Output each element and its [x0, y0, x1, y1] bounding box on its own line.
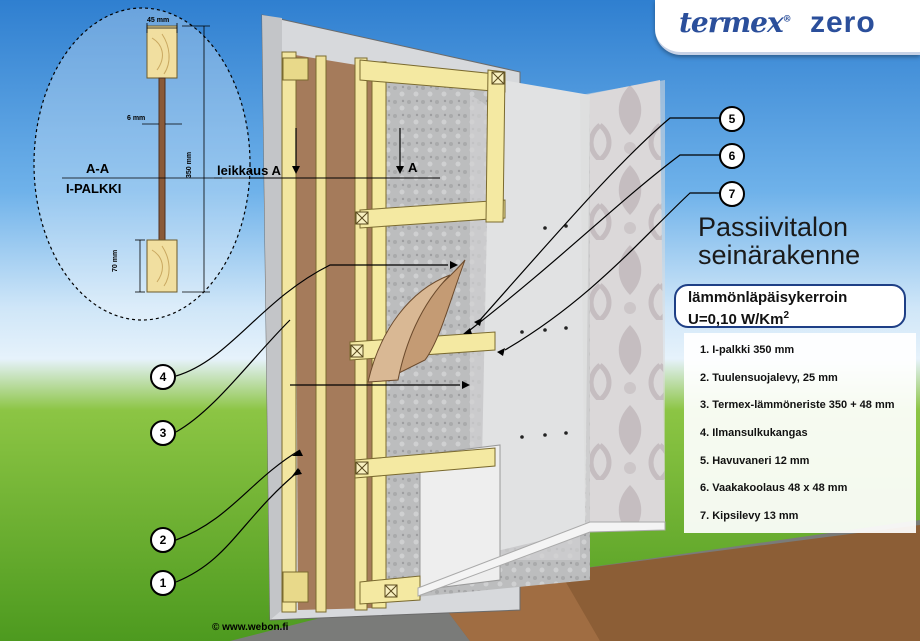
i-beam-label: I-PALKKI — [66, 181, 121, 196]
u-value-figure: U=0,10 W/Km2 — [688, 307, 904, 329]
callout-3: 3 — [150, 420, 176, 446]
brand-logo: termex® zero — [655, 0, 920, 55]
u-value-caption: lämmönläpäisykerroin — [688, 289, 904, 307]
dim-height-label: 350 mm — [186, 152, 193, 178]
brand-name: termex® — [679, 6, 791, 39]
legend-item: 3. Termex-lämmöneriste 350 + 48 mm — [700, 399, 895, 427]
title-line-2: seinärakenne — [698, 241, 898, 269]
diagram-title: Passiivitalon seinärakenne — [698, 213, 898, 269]
callout-5: 5 — [719, 106, 745, 132]
dim-flange-label: 70 mm — [112, 250, 119, 272]
section-cut-label: leikkaus A — [217, 163, 281, 178]
legend-item: 5. Havuvaneri 12 mm — [700, 455, 895, 483]
callout-1: 1 — [150, 570, 176, 596]
legend-item: 4. Ilmansulkukangas — [700, 427, 895, 455]
callout-7: 7 — [719, 181, 745, 207]
callout-2: 2 — [150, 527, 176, 553]
legend-item: 6. Vaakakoolaus 48 x 48 mm — [700, 482, 895, 510]
section-cut-letter: A — [408, 160, 417, 175]
legend-item: 7. Kipsilevy 13 mm — [700, 510, 895, 538]
brand-suffix: zero — [810, 6, 876, 40]
legend-item: 2. Tuulensuojalevy, 25 mm — [700, 372, 895, 400]
copyright: © www.webon.fi — [212, 622, 288, 633]
dim-top-label: 45 mm — [147, 17, 169, 24]
legend-item: 1. I-palkki 350 mm — [700, 344, 895, 372]
title-line-1: Passiivitalon — [698, 213, 898, 241]
u-value-box: lämmönläpäisykerroin U=0,10 W/Km2 — [674, 284, 906, 328]
dim-web-label: 6 mm — [127, 115, 145, 122]
legend-list: 1. I-palkki 350 mm 2. Tuulensuojalevy, 2… — [700, 344, 895, 538]
section-aa-label: A-A — [86, 161, 109, 176]
callout-4: 4 — [150, 364, 176, 390]
callout-6: 6 — [719, 143, 745, 169]
